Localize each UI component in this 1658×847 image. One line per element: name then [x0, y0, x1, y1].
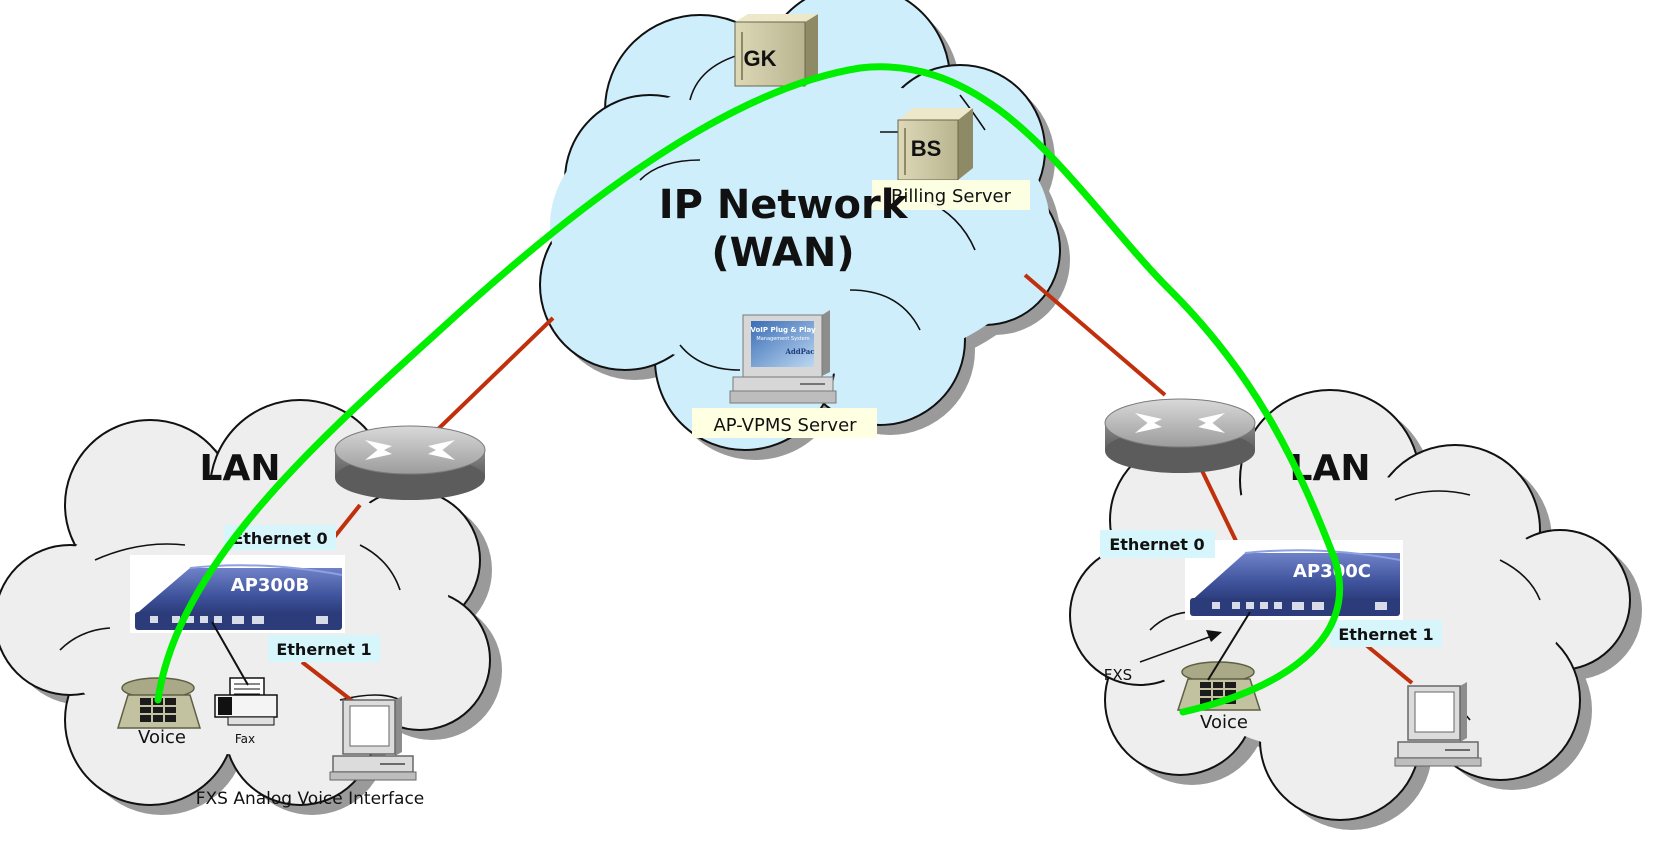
left-voice-phone[interactable]	[116, 677, 202, 729]
left-fax-machine[interactable]	[214, 677, 278, 726]
gk-label: GK	[744, 46, 777, 71]
voice-call-path	[154, 63, 1344, 716]
vpms-server-computer[interactable]: VoIP Plug & Play Management System AddPa…	[729, 310, 837, 404]
left-eth0-label: Ethernet 0	[232, 529, 327, 548]
fxs-interface-caption: FXS Analog Voice Interface	[196, 789, 425, 809]
left-fax-label: Fax	[235, 732, 255, 746]
right-eth0-label: Ethernet 0	[1109, 535, 1204, 554]
ap300c-label: AP300C	[1293, 561, 1371, 582]
right-voice-label: Voice	[1200, 712, 1248, 733]
billing-server[interactable]: BS	[880, 108, 973, 181]
right-phone-cable	[1207, 611, 1251, 681]
billing-server-label: Billing Server	[891, 186, 1012, 207]
vpms-server-label: AP-VPMS Server	[713, 415, 857, 436]
fxs-label: FXS	[1104, 666, 1132, 684]
right-eth1-label-bg	[1330, 620, 1442, 647]
wan-title-line2: (WAN)	[711, 230, 854, 276]
fxs-arrowhead	[1206, 630, 1222, 642]
left-eth1-label-bg	[268, 635, 380, 662]
right-eth0-label-bg	[1100, 530, 1215, 558]
vpms-monitor-brand: AddPac	[784, 347, 814, 356]
ap300b-label: AP300B	[231, 575, 309, 596]
vpms-monitor-title: VoIP Plug & Play	[750, 326, 816, 334]
ap300c-device[interactable]: AP300C	[1185, 540, 1403, 620]
left-voice-label: Voice	[138, 727, 186, 748]
lan-left-title: LAN	[200, 448, 281, 489]
link-wan-router-right	[1023, 273, 1167, 397]
billing-server-label-bg	[872, 180, 1030, 210]
wan-title-line1: IP Network	[659, 182, 909, 228]
right-pc[interactable]	[1394, 682, 1482, 767]
ap300b-device[interactable]: AP300B	[130, 555, 345, 633]
right-eth1-label: Ethernet 1	[1338, 625, 1433, 644]
vpms-server-label-bg	[692, 408, 877, 438]
gatekeeper-server[interactable]: GK	[734, 14, 818, 87]
fxs-arrow	[1139, 635, 1213, 663]
left-fax-cable	[211, 621, 249, 686]
router-right[interactable]	[1104, 398, 1256, 473]
link-ap300c-pc	[1358, 638, 1414, 685]
vpms-monitor-screen	[751, 321, 814, 367]
vpms-monitor-subtitle: Management System	[756, 336, 809, 342]
link-ap300b-pc	[300, 660, 357, 705]
bs-label: BS	[911, 136, 942, 161]
link-wan-router-left	[430, 316, 555, 437]
left-pc[interactable]	[329, 696, 417, 781]
left-eth1-label: Ethernet 1	[276, 640, 371, 659]
router-left[interactable]	[334, 425, 486, 500]
